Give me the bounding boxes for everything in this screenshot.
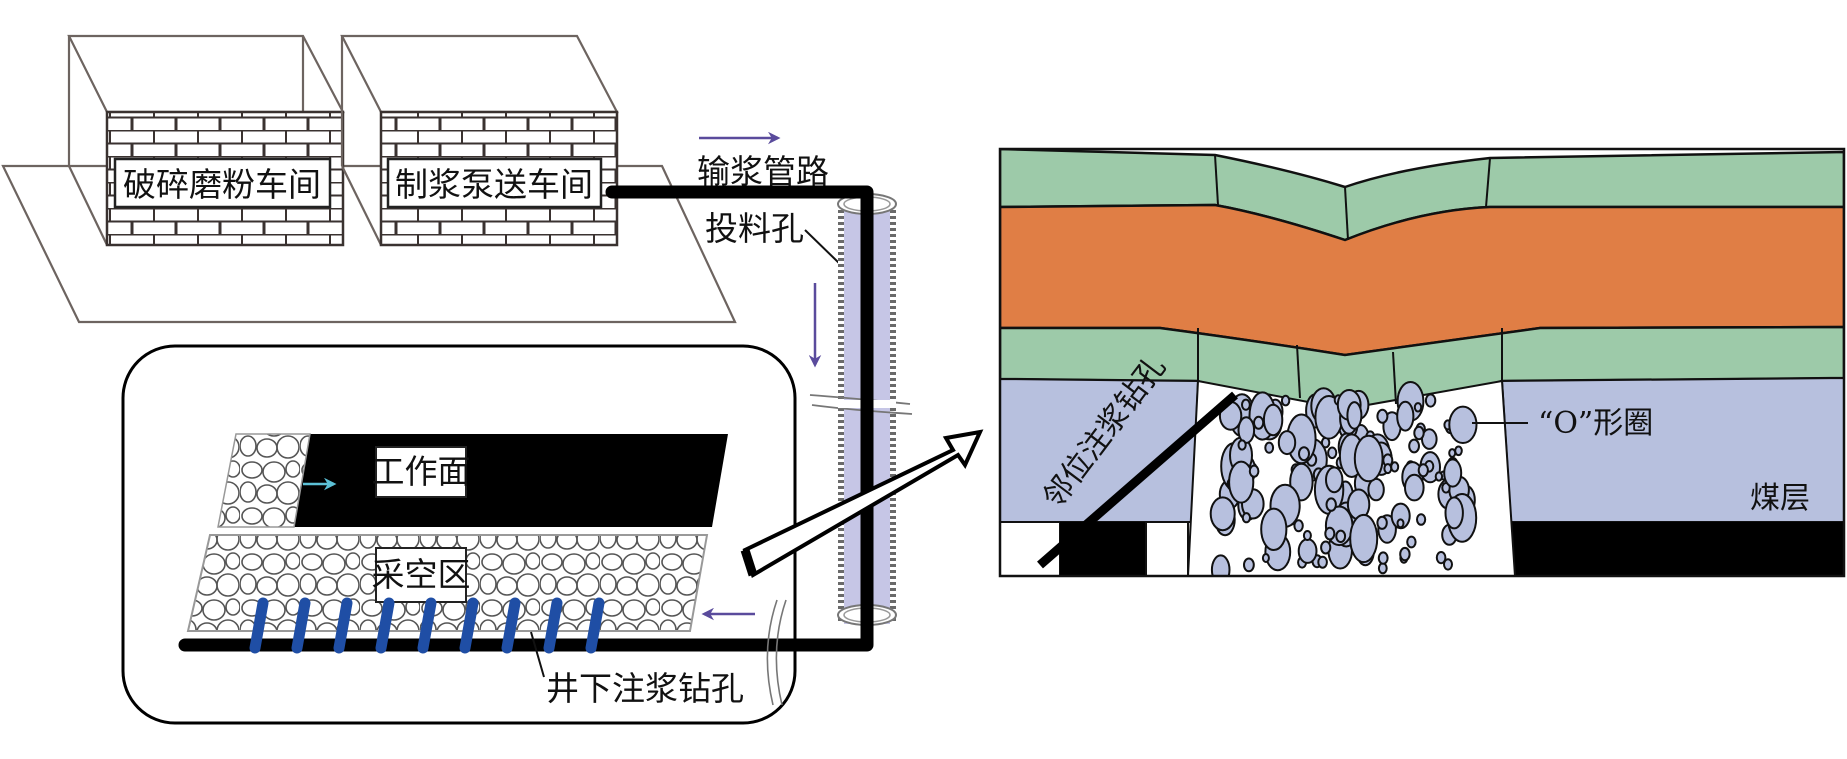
o-ring-label: “O”形圈: [1538, 406, 1653, 441]
working-face-label: 工作面: [372, 452, 471, 491]
rubble-particle: [1454, 445, 1463, 457]
rubble-particle: [1241, 512, 1252, 524]
rubble-particle: [1293, 519, 1304, 533]
rubble-particle: [1396, 400, 1415, 432]
rubble-particle: [1243, 557, 1255, 573]
cross-section-frame: [998, 147, 1846, 578]
floor-band-left-black: [1060, 522, 1146, 576]
rubble-particle: [1298, 446, 1310, 462]
rubble-particle: [1416, 513, 1427, 526]
rubble-particle: [1413, 425, 1425, 441]
rubble-particle: [1349, 513, 1379, 564]
rubble-particle: [1443, 458, 1463, 488]
rubble-particle: [1241, 398, 1251, 411]
rubble-particle: [1302, 530, 1312, 541]
injection-holes: [249, 597, 605, 654]
rubble-particle: [1335, 529, 1347, 543]
rubble-particle: [1417, 463, 1429, 478]
rubble-particle: [1228, 460, 1255, 504]
rubble-particle: [1413, 402, 1423, 413]
borehole-leader-line: [804, 229, 841, 265]
injection-hole: [501, 597, 521, 654]
rubble-particle: [1383, 463, 1393, 475]
rubble-particle: [1209, 496, 1236, 532]
injection-hole: [333, 597, 353, 654]
rubble-particle: [1448, 405, 1478, 444]
injection-holes-leader-line: [530, 631, 545, 678]
building-pumping: 制浆泵送车间: [340, 34, 619, 247]
rubble-particle: [1448, 448, 1457, 458]
rubble-particle: [1377, 551, 1389, 565]
rubble-particle: [1260, 507, 1288, 551]
rubble-particle: [1261, 553, 1270, 563]
rubble-particle: [1367, 477, 1385, 502]
rubble-particle: [1376, 515, 1388, 530]
rubble-particle: [1444, 496, 1464, 530]
slurry-pipeline: [178, 185, 874, 652]
floor-band-left-white: [1000, 521, 1061, 576]
strata-cross-section: 邻位注浆钻孔 “O”形圈 煤层: [1000, 149, 1844, 576]
pipeline-label: 输浆管路: [697, 152, 829, 191]
rubble-particle: [1377, 562, 1388, 575]
rubble-particle: [1280, 394, 1291, 407]
injection-hole: [585, 597, 605, 654]
rubble-particle: [1248, 464, 1260, 478]
floor-band-right: [1511, 522, 1844, 576]
rubble-particle: [1210, 554, 1231, 576]
borehole-label: 投料孔: [705, 209, 804, 248]
adjacent-injection-hole: [1037, 391, 1238, 569]
zoom-to-section-arrow-icon: [740, 429, 984, 578]
crushing-workshop-label: 破碎磨粉车间: [123, 165, 321, 204]
injection-hole: [249, 597, 269, 654]
coal-seam-label: 煤层: [1750, 481, 1810, 516]
injection-hole: [543, 597, 563, 654]
rubble-particle: [1297, 538, 1318, 564]
rubble-particle: [1435, 551, 1447, 565]
rubble-particle: [1262, 403, 1284, 437]
o-ring-particles: [1209, 381, 1478, 576]
rubble-particle: [1404, 473, 1425, 502]
rubble-particle: [1237, 439, 1247, 451]
rubble-particle: [1324, 526, 1336, 541]
goaf-label-box: [375, 547, 467, 603]
rubble-particle: [1325, 497, 1337, 512]
rubble-particle: [1353, 434, 1384, 483]
rubble-particle: [1320, 540, 1332, 555]
rubble-particle: [1396, 518, 1405, 529]
crushing-workshop-label-box: [113, 157, 332, 209]
rubble-particle: [1317, 555, 1328, 569]
rubble-particle: [1424, 393, 1437, 408]
injection-hole: [291, 597, 311, 654]
working-face: [256, 434, 728, 527]
rubble-particle: [1253, 415, 1265, 430]
goaf-label: 采空区: [372, 555, 471, 594]
surface-section: 破碎磨粉车间 制浆泵送车间 输浆管路 投料孔: [1, 34, 841, 368]
working-face-label-box: [375, 446, 467, 498]
injection-holes-label: 井下注浆钻孔: [546, 669, 744, 708]
rubble-particle: [1327, 446, 1338, 460]
rubble-particle: [1434, 471, 1444, 482]
rubble-particle: [1346, 401, 1363, 430]
rubble-particle: [1406, 535, 1417, 549]
pumping-workshop-label-box: [386, 157, 603, 209]
pumping-workshop-label: 制浆泵送车间: [395, 165, 593, 204]
rubble-particle: [1408, 438, 1420, 454]
rubble-particle: [1237, 416, 1256, 444]
injection-hole: [375, 597, 395, 654]
injection-hole: [459, 597, 479, 654]
fracture-lines: [1197, 154, 1503, 405]
building-crushing: 破碎磨粉车间: [67, 34, 345, 247]
working-face-rubble: [217, 433, 311, 528]
floor-band-left-white-2: [1145, 521, 1189, 576]
injection-hole: [417, 597, 437, 654]
rubble-particle: [1390, 502, 1411, 530]
rubble-particle: [1399, 546, 1411, 562]
underground-section: 工作面 采空区 井下注浆钻孔: [121, 344, 797, 725]
rubble-particle: [1277, 430, 1297, 456]
rubble-particle: [1325, 466, 1344, 494]
rubble-particle: [1264, 441, 1275, 454]
rubble-particle: [1443, 558, 1453, 571]
rubble-particle: [1376, 408, 1389, 424]
